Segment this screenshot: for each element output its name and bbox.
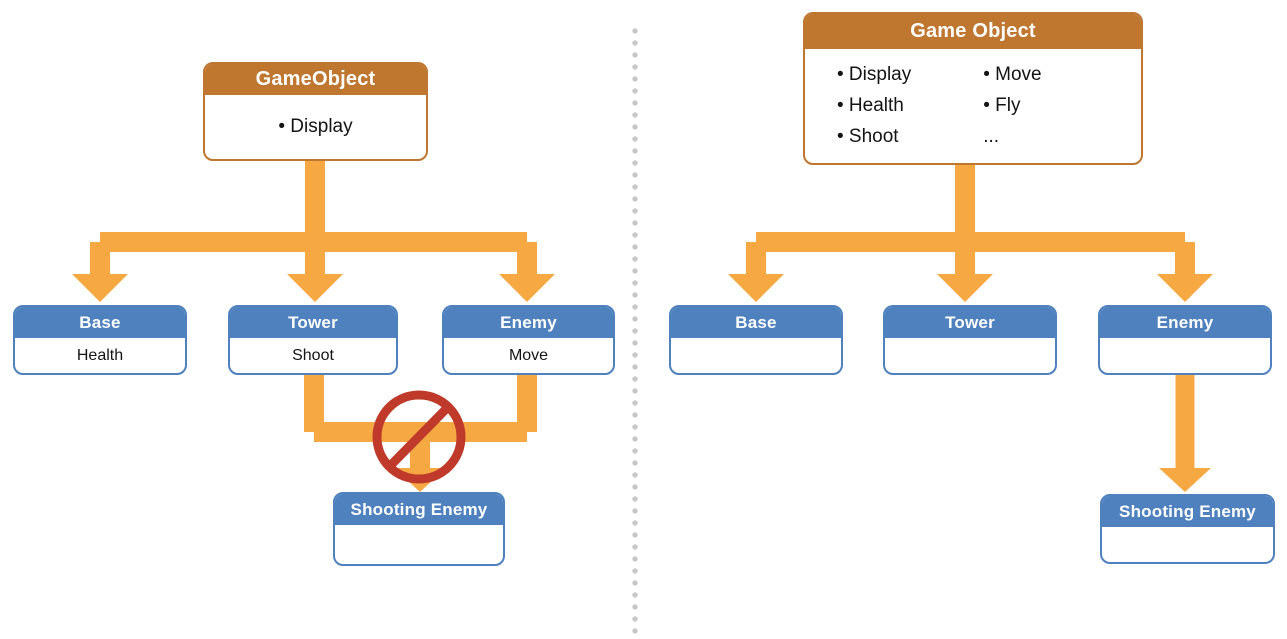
class-box-title: GameObject	[205, 64, 426, 95]
arrowhead-right-enemy	[1157, 274, 1213, 302]
class-box-base-left: Base Health	[13, 305, 187, 375]
class-box-enemy-left: Enemy Move	[442, 305, 615, 375]
arrowhead-left-enemy	[499, 274, 555, 302]
panel-divider-dotted-line	[632, 28, 638, 639]
attribute-label: Shoot	[292, 346, 334, 364]
class-box-body: Shoot	[230, 338, 396, 373]
class-box-body	[1102, 527, 1273, 562]
left-tree-connector	[72, 150, 555, 302]
component-label: • Fly	[983, 95, 1021, 116]
component-box-body: • Display • Health • Shoot • Move • Fly …	[805, 49, 1141, 163]
arrowhead-left-tower	[287, 274, 343, 302]
attribute-label: Health	[76, 346, 124, 364]
class-box-body	[335, 525, 503, 564]
class-box-title: Shooting Enemy	[1102, 496, 1273, 527]
class-box-shooting-enemy-right: Shooting Enemy	[1100, 494, 1275, 564]
component-label: • Shoot	[837, 126, 899, 147]
prohibition-icon	[372, 390, 466, 484]
class-box-title: Tower	[885, 307, 1055, 338]
class-box-enemy-right: Enemy	[1098, 305, 1272, 375]
class-box-title: Enemy	[1100, 307, 1270, 338]
class-box-title: Tower	[230, 307, 396, 338]
component-box-title: Game Object	[805, 14, 1141, 49]
attribute-label: Move	[508, 346, 549, 364]
arrowhead-right-base	[728, 274, 784, 302]
component-list-column-1: • Display • Health • Shoot	[837, 59, 911, 152]
component-label: • Display	[837, 64, 912, 85]
class-box-body: Health	[15, 338, 185, 373]
component-label: • Health	[837, 95, 904, 116]
class-box-title: Enemy	[444, 307, 613, 338]
class-box-body	[885, 338, 1055, 373]
class-box-body: Move	[444, 338, 613, 373]
component-label: ...	[983, 126, 1000, 147]
arrowhead-right-shooting-enemy	[1159, 468, 1211, 492]
arrowhead-right-tower	[937, 274, 993, 302]
class-box-base-right: Base	[669, 305, 843, 375]
right-enemy-child-connector	[1159, 372, 1211, 492]
class-box-body	[1100, 338, 1270, 373]
component-list-column-2: • Move • Fly ...	[983, 59, 1041, 152]
class-box-gameobject: GameObject • Display	[203, 62, 428, 161]
arrowhead-left-base	[72, 274, 128, 302]
class-box-shooting-enemy-left: Shooting Enemy	[333, 492, 505, 566]
class-box-body: • Display	[205, 95, 426, 159]
attribute-label: • Display	[278, 116, 353, 137]
class-box-tower-left: Tower Shoot	[228, 305, 398, 375]
class-box-body	[671, 338, 841, 373]
component-box-game-object: Game Object • Display • Health • Shoot •…	[803, 12, 1143, 165]
component-label: • Move	[983, 64, 1042, 85]
right-tree-connector	[728, 160, 1213, 302]
class-box-title: Shooting Enemy	[335, 494, 503, 525]
class-box-title: Base	[671, 307, 841, 338]
class-box-title: Base	[15, 307, 185, 338]
class-box-tower-right: Tower	[883, 305, 1057, 375]
